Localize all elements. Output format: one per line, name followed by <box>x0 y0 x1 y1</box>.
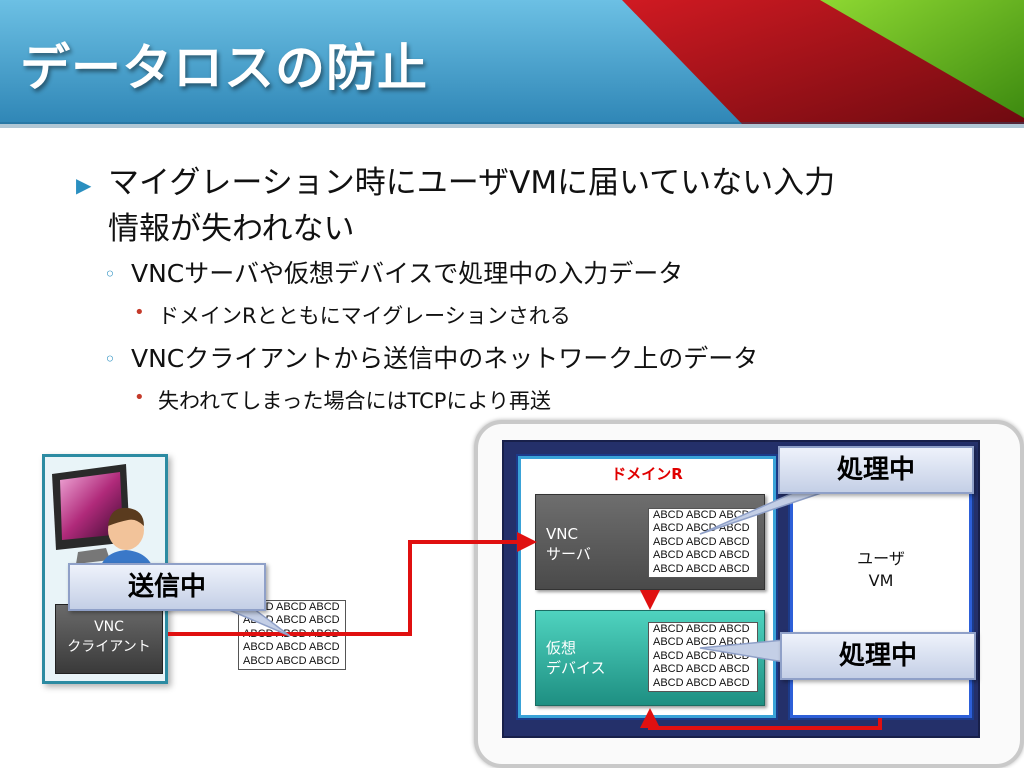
queue-line: ABCD ABCD ABCD <box>653 535 750 548</box>
bullet-level3-b: 失われてしまった場合にはTCPにより再送 <box>158 389 551 413</box>
queue-line: ABCD ABCD ABCD <box>653 562 750 575</box>
domain-r-label: ドメインR <box>611 465 683 483</box>
user-vm-label: ユーザ VM <box>790 548 972 592</box>
callout-processing-device: 処理中 <box>780 632 976 680</box>
network-arrow <box>168 532 537 636</box>
computer-user-icon <box>52 464 156 578</box>
user-vm-label-1: ユーザ <box>857 549 905 568</box>
bullet-level1: マイグレーション時にユーザVMに届いていない入力 情報が失われない <box>108 160 835 252</box>
bullet-triangle-icon: ▶ <box>76 173 92 197</box>
bullet-level1-line2: 情報が失われない <box>108 211 355 247</box>
virtual-device-label-2: デバイス <box>546 659 606 677</box>
banner-graphic <box>0 0 1024 128</box>
queue-line: ABCD ABCD ABCD <box>653 676 750 689</box>
vnc-server-label-1: VNC <box>546 525 578 543</box>
vnc-server-label: VNC サーバ <box>546 524 591 564</box>
vnc-server-label-2: サーバ <box>546 545 591 563</box>
title-banner: データロスの防止 <box>0 0 1024 128</box>
callout-pointer <box>699 489 831 535</box>
bullet-level1-line1: マイグレーション時にユーザVMに届いていない入力 <box>108 165 836 201</box>
vnc-client-box: VNC クライアント <box>55 604 163 674</box>
bullet-level3-a: ドメインRとともにマイグレーションされる <box>158 304 571 328</box>
queue-line: ABCD ABCD ABCD <box>653 663 750 676</box>
queue-line: ABCD ABCD ABCD <box>243 641 340 654</box>
page-title: データロスの防止 <box>20 39 428 97</box>
device-to-vm-arrow <box>640 708 882 730</box>
virtual-device-label-1: 仮想 <box>546 639 577 657</box>
vnc-client-label-2: クライアント <box>67 639 151 655</box>
user-vm-label-2: VM <box>868 571 894 590</box>
callout-processing-server: 処理中 <box>778 446 974 494</box>
vnc-client-label-1: VNC <box>94 619 124 635</box>
queue-line: ABCD ABCD ABCD <box>243 654 340 667</box>
bullet-level2-b: VNCクライアントから送信中のネットワーク上のデータ <box>131 344 759 373</box>
callout-sending: 送信中 <box>68 563 266 611</box>
queue-line: ABCD ABCD ABCD <box>653 509 750 521</box>
device-input-queue: ABCD ABCD ABCD ABCD ABCD ABCD ABCD ABCD … <box>648 622 758 692</box>
callout-pointer <box>699 639 785 663</box>
bullet-level2-a: VNCサーバや仮想デバイスで処理中の入力データ <box>131 259 684 288</box>
bullet-dot-icon: • <box>134 387 145 408</box>
bullet-circle-icon: ◦ <box>104 347 116 371</box>
queue-line: ABCD ABCD ABCD <box>653 623 750 635</box>
queue-line: ABCD ABCD ABCD <box>243 601 340 613</box>
virtual-device-label: 仮想 デバイス <box>546 638 606 678</box>
queue-line: ABCD ABCD ABCD <box>653 549 750 562</box>
bullet-circle-icon: ◦ <box>104 262 116 286</box>
bullet-dot-icon: • <box>134 302 145 323</box>
